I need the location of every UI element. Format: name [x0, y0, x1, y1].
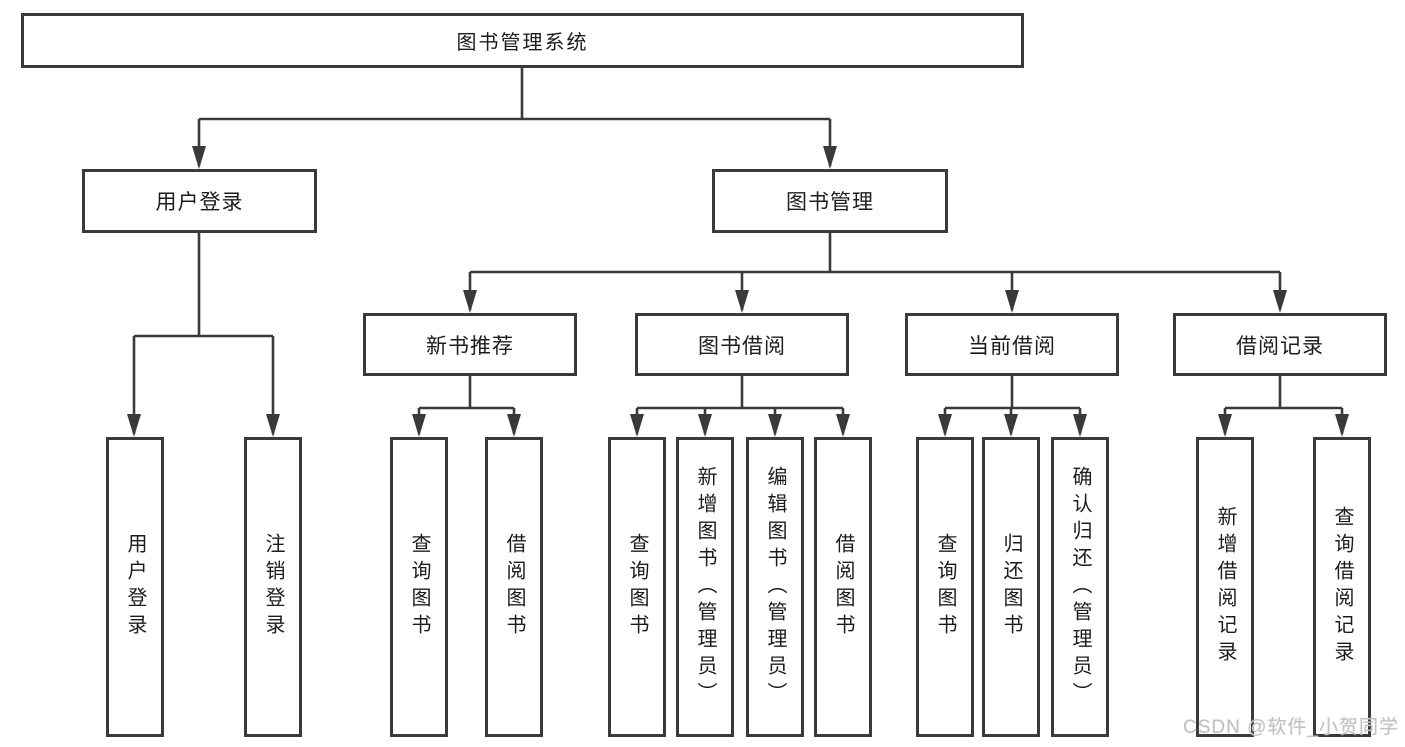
arrowheads: [127, 146, 1349, 437]
node-label: 借阅图书: [503, 533, 525, 641]
leaf-borrow-book: 借阅图书: [814, 437, 872, 737]
leaf-add-borrow-record: 新增借阅记录: [1196, 437, 1254, 737]
node-label: 借阅图书: [832, 533, 854, 641]
node-book-management: 图书管理: [712, 169, 948, 233]
node-label: 查询图书: [626, 533, 648, 641]
node-label: 归还图书: [1000, 533, 1022, 641]
node-label: 新书推荐: [426, 334, 514, 358]
node-user-login: 用户登录: [82, 169, 317, 233]
leaf-user-login: 用户登录: [106, 437, 164, 737]
node-label: 图书管理: [786, 191, 874, 214]
node-label: 用户登录: [124, 533, 146, 641]
node-label: 用户登录: [155, 191, 244, 214]
node-label: 查询借阅记录: [1331, 506, 1353, 668]
leaf-query-books-current: 查询图书: [916, 437, 974, 737]
csdn-watermark: CSDN @软件_小贺同学: [1183, 717, 1399, 738]
node-current-borrowing: 当前借阅: [905, 313, 1119, 376]
leaf-edit-book-admin: 编辑图书（管理员）: [746, 437, 804, 737]
node-label: 借阅记录: [1236, 334, 1324, 358]
leaf-borrow-books-new: 借阅图书: [485, 437, 543, 737]
node-label: 当前借阅: [968, 334, 1056, 358]
node-label: 图书借阅: [698, 334, 786, 358]
node-label: 注销登录: [262, 533, 284, 641]
node-label: 编辑图书（管理员）: [764, 465, 786, 709]
leaf-return-book: 归还图书: [982, 437, 1040, 737]
node-new-book-recommendation: 新书推荐: [363, 313, 577, 376]
node-label: 确认归还（管理员）: [1069, 465, 1091, 709]
node-book-borrowing: 图书借阅: [635, 313, 849, 376]
leaf-query-books: 查询图书: [608, 437, 666, 737]
node-label: 查询图书: [934, 533, 956, 641]
leaf-query-borrow-record: 查询借阅记录: [1313, 437, 1371, 737]
node-library-management-system: 图书管理系统: [21, 13, 1024, 68]
node-label: 图书管理系统: [456, 32, 589, 54]
leaf-confirm-return-admin: 确认归还（管理员）: [1051, 437, 1109, 737]
node-borrowing-records: 借阅记录: [1173, 313, 1387, 376]
leaf-logout: 注销登录: [244, 437, 302, 737]
node-label: 新增图书（管理员）: [694, 465, 716, 709]
node-label: 新增借阅记录: [1214, 506, 1236, 668]
node-label: 查询图书: [408, 533, 430, 641]
leaf-query-books-new: 查询图书: [390, 437, 448, 737]
leaf-add-book-admin: 新增图书（管理员）: [676, 437, 734, 737]
